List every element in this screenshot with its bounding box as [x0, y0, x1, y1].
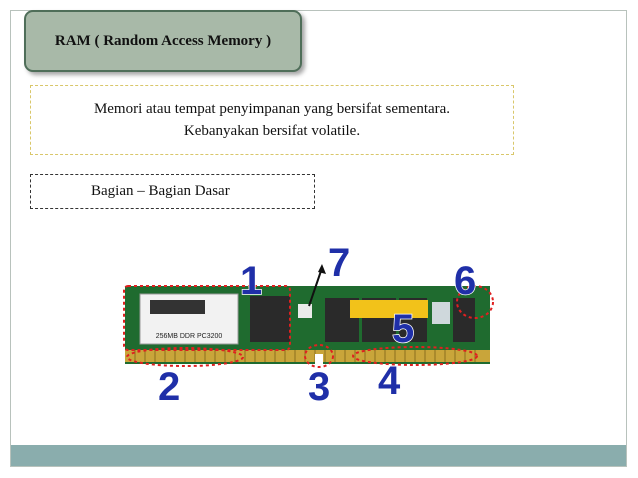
callout-7: 7 — [328, 241, 350, 285]
outline-region-4 — [352, 346, 478, 366]
outline-region-3 — [304, 344, 334, 368]
subheading-text: Bagian – Bagian Dasar — [91, 183, 230, 199]
module-label-text: 256MB DDR PC3200 — [156, 333, 223, 340]
callout-2: 2 — [158, 365, 180, 408]
description-box: Memori atau tempat penyimpanan yang bers… — [30, 85, 514, 155]
outline-region-1 — [123, 285, 291, 351]
outline-region-2 — [126, 347, 244, 367]
spd-chip — [298, 304, 312, 318]
callout-outlines — [123, 285, 494, 368]
callout-1: 1 — [240, 259, 262, 303]
callout-5: 5 — [392, 307, 414, 351]
barcode — [150, 300, 205, 314]
gold-contacts — [125, 350, 490, 362]
slide-title: RAM ( Random Access Memory ) — [54, 32, 272, 49]
description-line-1: Memori atau tempat penyimpanan yang bers… — [93, 101, 451, 117]
outline-region-6 — [456, 285, 494, 319]
contact-pins — [134, 350, 476, 362]
memory-chip-1 — [250, 296, 290, 342]
ram-module-figure: 256MB DDR PC3200 1 2 3 4 5 6 7 — [110, 238, 510, 408]
callout-4: 4 — [378, 359, 401, 403]
slide-frame — [10, 10, 627, 467]
callout-7-arrow — [308, 267, 323, 307]
callout-6: 6 — [454, 259, 476, 303]
callout-7-arrowhead — [318, 264, 326, 274]
bottom-bar — [11, 445, 626, 466]
description-line-2: Kebanyakan bersifat volatile. — [183, 123, 361, 139]
ram-notch — [315, 354, 323, 364]
side-component — [432, 302, 450, 324]
yellow-sticker — [350, 300, 428, 318]
subheading-box: Bagian – Bagian Dasar — [30, 174, 315, 209]
callout-3: 3 — [308, 365, 330, 408]
description-text: Memori atau tempat penyimpanan yang bers… — [94, 98, 450, 142]
memory-chip-5 — [453, 298, 475, 342]
slide-title-box: RAM ( Random Access Memory ) — [24, 10, 302, 72]
